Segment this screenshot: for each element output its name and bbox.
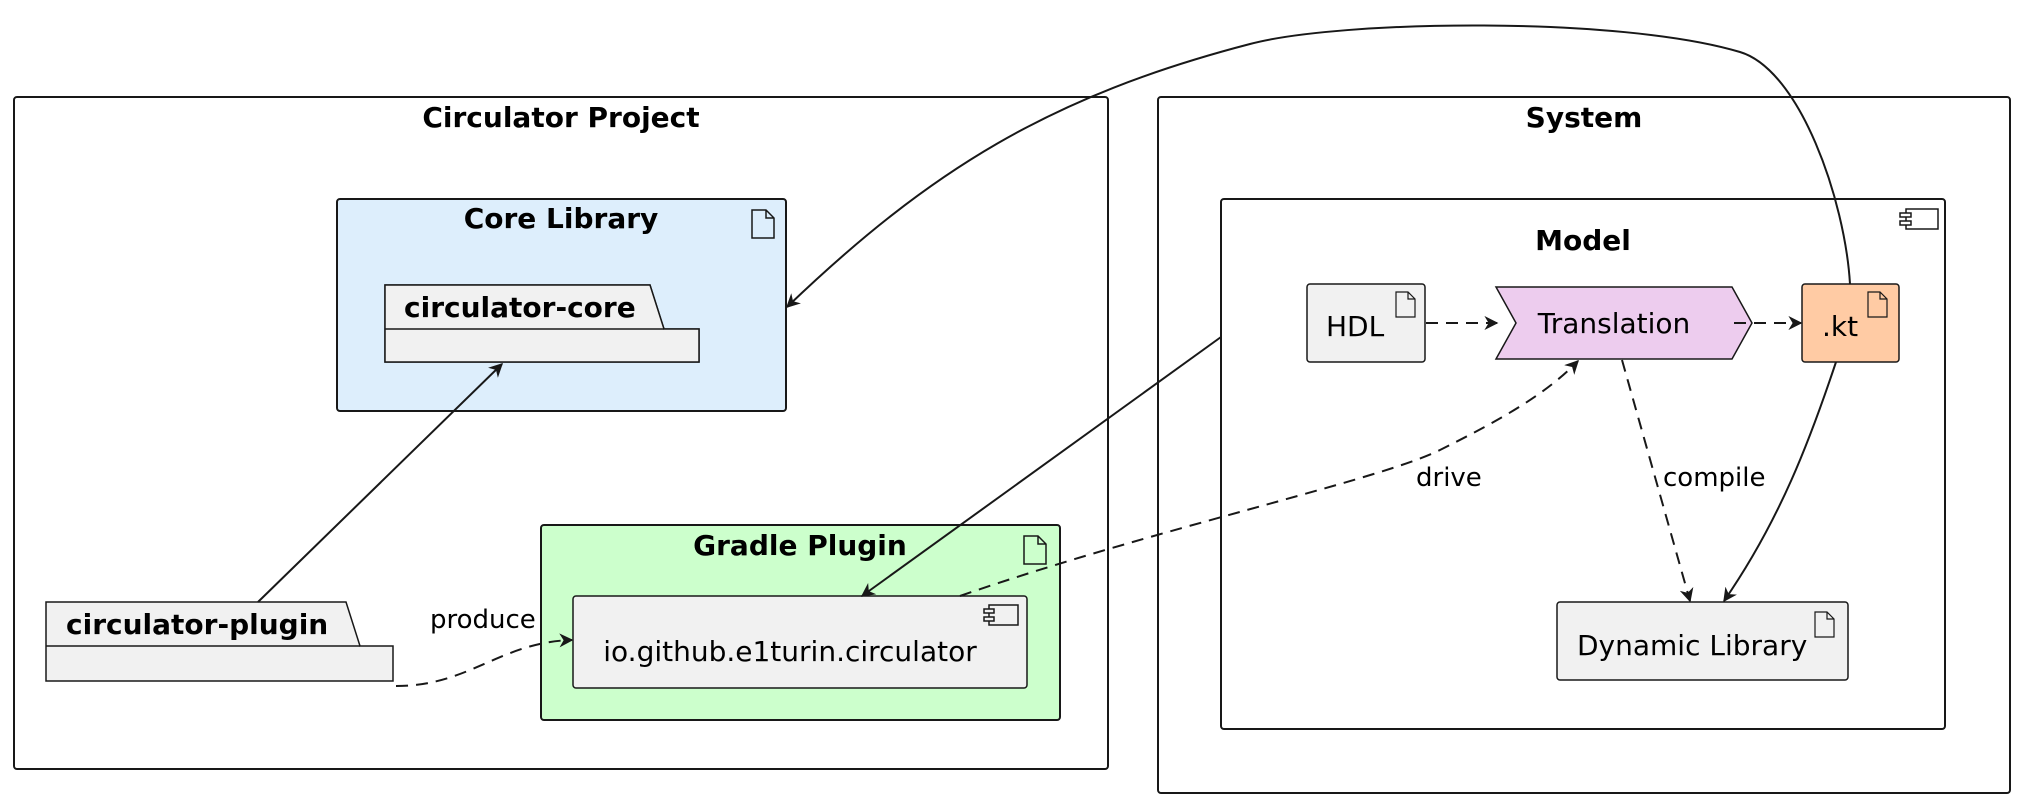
edges	[257, 24, 1851, 687]
document-icon	[1395, 291, 1416, 318]
dynamic-library-label: Dynamic Library	[1577, 629, 1807, 662]
model-component: Model	[1220, 198, 1946, 730]
kt-artifact: .kt	[1801, 283, 1900, 363]
circulator-core-package: circulator-core	[384, 284, 700, 363]
edge-plugin-to-core	[257, 363, 504, 603]
translation-label: Translation	[1537, 307, 1691, 340]
model-title: Model	[1535, 224, 1631, 257]
document-icon	[1023, 535, 1047, 565]
edge-produce	[395, 633, 574, 687]
edge-drive	[959, 359, 1579, 597]
kt-label: .kt	[1822, 310, 1858, 343]
frame-system: System	[1157, 96, 2011, 794]
component-icon	[1899, 208, 1939, 230]
edge-label-drive: drive	[1416, 463, 1482, 493]
plugin-component: io.github.e1turin.circulator	[572, 595, 1028, 689]
hdl-artifact: HDL	[1306, 283, 1426, 363]
plugin-component-label: io.github.e1turin.circulator	[603, 635, 977, 668]
hdl-label: HDL	[1326, 310, 1385, 343]
document-icon	[751, 209, 775, 239]
document-icon	[1867, 291, 1888, 318]
frame-circulator-project: Circulator Project	[13, 96, 1109, 770]
edge-model-to-component	[860, 336, 1222, 597]
frame-title-system: System	[1526, 101, 1643, 134]
circulator-plugin-package: circulator-plugin	[45, 601, 394, 682]
edge-kt-to-core-library	[785, 24, 1851, 308]
translation-process: Translation	[1494, 286, 1753, 360]
edge-label-produce: produce	[430, 605, 536, 635]
edge-label-compile: compile	[1663, 463, 1765, 493]
document-icon	[1814, 611, 1835, 638]
circulator-core-label: circulator-core	[404, 291, 636, 324]
gradle-plugin-title: Gradle Plugin	[693, 529, 907, 562]
dynamic-library-artifact: Dynamic Library	[1556, 601, 1849, 681]
edge-kt-to-dynamic-library	[1723, 361, 1837, 603]
circulator-plugin-label: circulator-plugin	[66, 608, 328, 641]
frame-title-circulator-project: Circulator Project	[422, 101, 699, 134]
edge-compile	[1621, 359, 1694, 603]
component-icon	[983, 604, 1019, 626]
core-library-title: Core Library	[464, 202, 659, 235]
